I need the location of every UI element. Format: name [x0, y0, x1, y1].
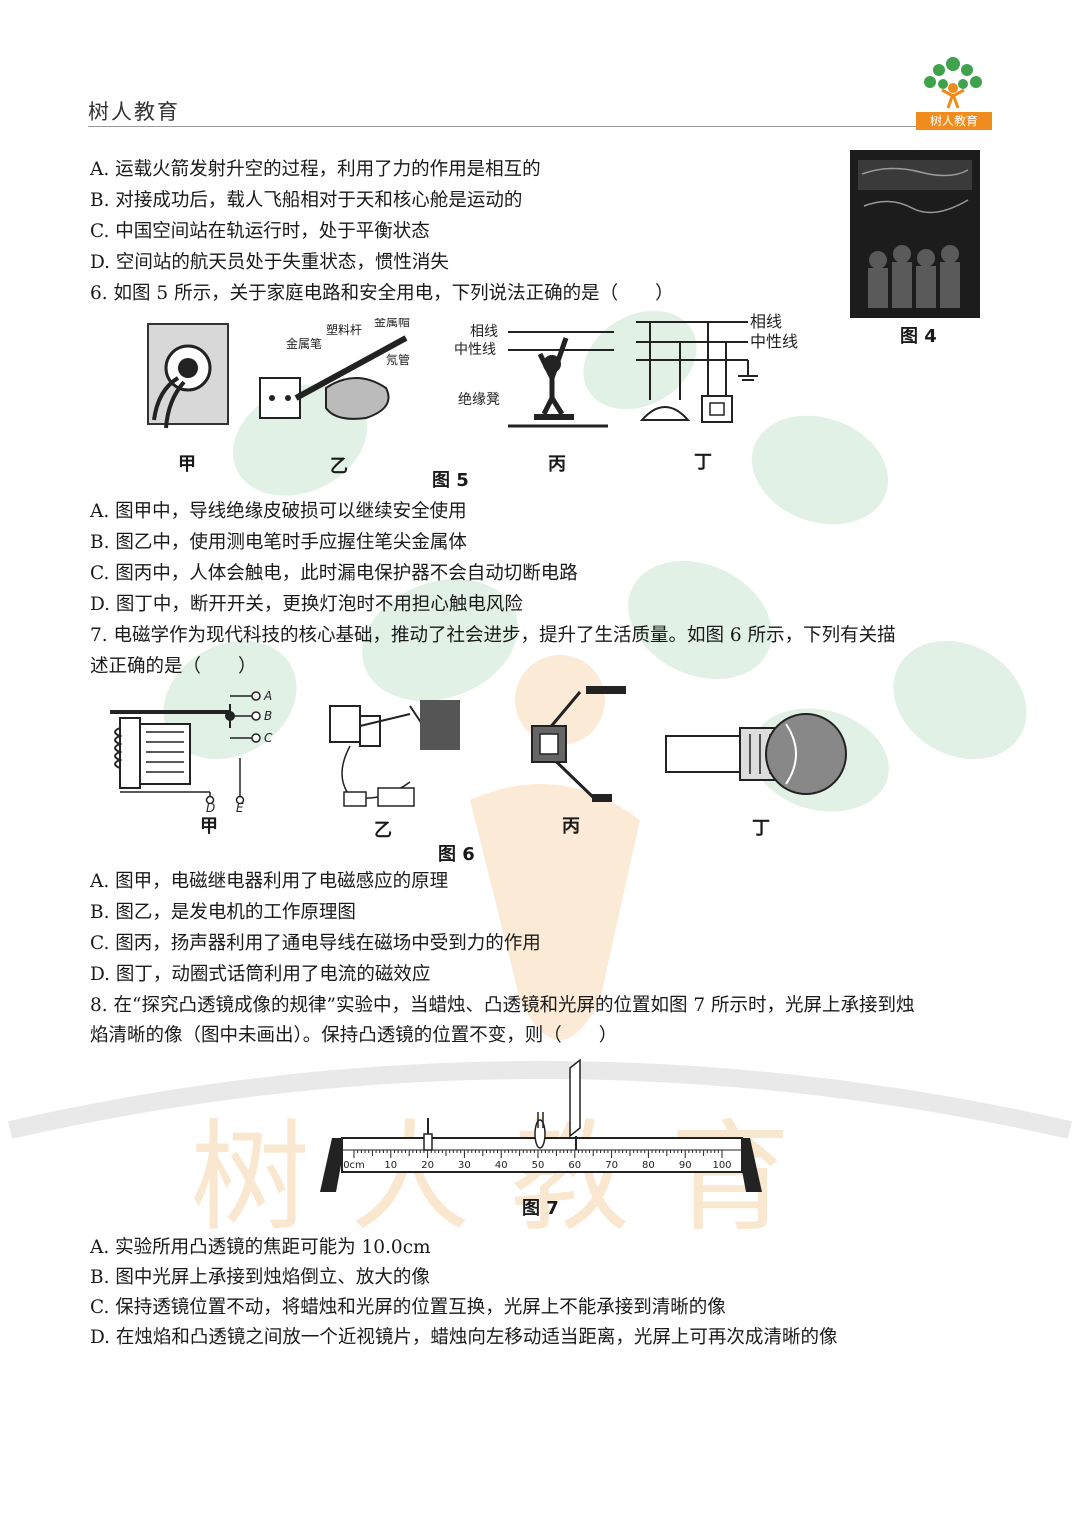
figure-7-caption: 图 7 — [522, 1198, 559, 1219]
ruler-label: 10 — [384, 1160, 397, 1171]
ruler-label: 80 — [642, 1160, 655, 1171]
q6-option-a: A. 图甲中，导线绝缘皮破损可以继续安全使用 — [90, 501, 467, 522]
ruler-label: 50 — [532, 1160, 545, 1171]
q7-option-b: B. 图乙，是发电机的工作原理图 — [90, 902, 356, 923]
fig6-ding-microphone — [665, 713, 847, 795]
q6-stem: 6. 如图 5 所示，关于家庭电路和安全用电，下列说法正确的是（ ） — [90, 283, 674, 304]
q5-option-c: C. 中国空间站在轨运行时，处于平衡状态 — [90, 221, 430, 242]
figure-5-caption: 图 5 — [432, 470, 469, 491]
fig6-bing-speaker — [531, 686, 626, 802]
label-metal-cap: 金属帽 — [374, 318, 410, 329]
terminal-e: E — [236, 801, 244, 813]
q7-stem-line-2: 述正确的是（ ） — [90, 656, 257, 677]
q7-option-c: C. 图丙，扬声器利用了通电导线在磁场中受到力的作用 — [90, 933, 541, 954]
label-live-wire-ding: 相线 — [750, 312, 782, 331]
fig5-label-yi: 乙 — [330, 456, 348, 477]
header-brand: 树人教育 — [88, 100, 180, 124]
label-neon: 氖管 — [386, 352, 410, 367]
fig7-optical-bench: 0cm 10 20 30 40 50 60 70 80 90 100 — [320, 1058, 762, 1192]
label-neutral-wire-bing: 中性线 — [454, 342, 496, 358]
q5-option-b: B. 对接成功后，载人飞船相对于天和核心舱是运动的 — [90, 190, 523, 211]
q6-option-c: C. 图丙中，人体会触电，此时漏电保护器不会自动切断电路 — [90, 563, 578, 584]
fig5-jia-damaged-wire — [147, 323, 229, 429]
figure-4-photo — [850, 150, 980, 318]
terminal-b: B — [264, 709, 272, 723]
q7-option-a: A. 图甲，电磁继电器利用了电磁感应的原理 — [90, 871, 449, 892]
fig6-label-bing: 丙 — [562, 816, 580, 837]
candle — [423, 1118, 433, 1151]
figure-4-caption: 图 4 — [900, 326, 937, 347]
fig6-jia-relay: A B C D E — [110, 689, 273, 813]
label-insulator-stool: 绝缘凳 — [458, 392, 500, 408]
terminal-c: C — [264, 731, 273, 745]
convex-lens — [534, 1112, 546, 1149]
fig6-label-ding: 丁 — [752, 818, 770, 839]
label-neutral-wire-ding: 中性线 — [750, 332, 798, 351]
fig5-yi-test-pen: 金属笔 塑料杆 金属帽 氖管 — [259, 318, 410, 420]
watermark-text: 树人教育 — [190, 1109, 830, 1248]
terminal-a: A — [263, 689, 272, 703]
q7-option-d: D. 图丁，动圈式话筒利用了电流的磁效应 — [90, 964, 431, 985]
ruler-label: 20 — [421, 1160, 434, 1171]
q8-stem-line-2: 焰清晰的像（图中未画出）。保持凸透镜的位置不变，则（ ） — [90, 1025, 618, 1046]
ruler-label: 90 — [679, 1160, 692, 1171]
fig5-label-bing: 丙 — [548, 454, 566, 475]
fig5-ding-circuit: 相线 中性线 — [636, 312, 798, 423]
header-divider — [88, 126, 916, 127]
ruler-label: 60 — [568, 1160, 581, 1171]
label-plastic-rod: 塑料杆 — [326, 322, 362, 337]
fig6-yi-magnet-apparatus — [329, 700, 460, 807]
light-screen — [569, 1058, 581, 1150]
fig5-label-ding: 丁 — [694, 452, 712, 473]
q6-option-d: D. 图丁中，断开开关，更换灯泡时不用担心触电风险 — [90, 594, 523, 615]
fig5-bing-person-on-stool: 相线 中性线 绝缘凳 — [454, 324, 614, 428]
q5-option-d: D. 空间站的航天员处于失重状态，惯性消失 — [90, 252, 449, 273]
q8-option-a: A. 实验所用凸透镜的焦距可能为 10.0cm — [90, 1237, 431, 1258]
ruler-label: 100 — [712, 1160, 731, 1171]
q7-stem-line-1: 7. 电磁学作为现代科技的核心基础，推动了社会进步，提升了生活质量。如图 6 所… — [90, 625, 896, 646]
label-metal-tip: 金属笔 — [286, 336, 322, 351]
q8-option-d: D. 在烛焰和凸透镜之间放一个近视镜片，蜡烛向左移动适当距离，光屏上可再次成清晰… — [90, 1327, 838, 1348]
logo-label: 树人教育 — [916, 112, 992, 130]
ruler-label: 0cm — [343, 1160, 365, 1171]
ruler-label: 40 — [495, 1160, 508, 1171]
figure-6-caption: 图 6 — [438, 844, 475, 865]
fig6-label-jia: 甲 — [200, 816, 218, 837]
terminal-d: D — [206, 801, 215, 813]
q8-stem-line-1: 8. 在“探究凸透镜成像的规律”实验中，当蜡烛、凸透镜和光屏的位置如图 7 所示… — [90, 995, 915, 1016]
ruler-label: 70 — [605, 1160, 618, 1171]
fig5-label-jia: 甲 — [178, 454, 196, 475]
fig6-label-yi: 乙 — [374, 820, 392, 841]
q6-option-b: B. 图乙中，使用测电笔时手应握住笔尖金属体 — [90, 532, 467, 553]
q5-option-a: A. 运载火箭发射升空的过程，利用了力的作用是相互的 — [90, 159, 541, 180]
label-live-wire-bing: 相线 — [470, 324, 498, 340]
ruler-label: 30 — [458, 1160, 471, 1171]
q8-option-c: C. 保持透镜位置不动，将蜡烛和光屏的位置互换，光屏上不能承接到清晰的像 — [90, 1297, 726, 1318]
q8-option-b: B. 图中光屏上承接到烛焰倒立、放大的像 — [90, 1267, 430, 1288]
tree-logo-icon — [924, 57, 982, 109]
